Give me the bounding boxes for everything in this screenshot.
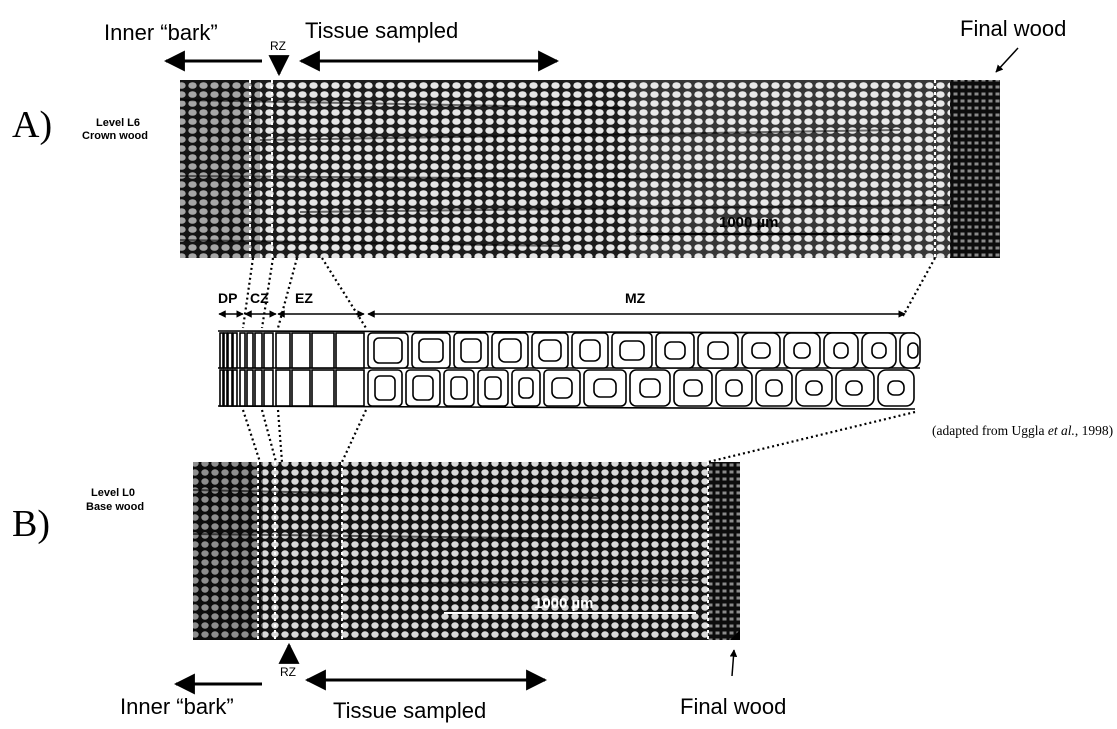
final-wood-label-a: Final wood (960, 18, 1066, 40)
zone-dp-label: DP (218, 291, 237, 305)
zone-cz-label: CZ (250, 291, 269, 305)
rz-label-a: RZ (270, 40, 286, 52)
zone-ez-label: EZ (295, 291, 313, 305)
wood-type-label-b: Base wood (86, 501, 144, 514)
wood-type-label-a: Crown wood (82, 130, 148, 143)
tracheid-schematic (218, 331, 920, 409)
micrograph-b (193, 462, 740, 640)
scale-bar-label-a: 1000 µm (719, 215, 779, 230)
level-label-b: Level L0 (91, 487, 135, 500)
source-credit: (adapted from Uggla et al., 1998) (932, 423, 1113, 439)
inner-bark-label-b: Inner “bark” (120, 696, 234, 718)
micrograph-a (180, 80, 1000, 258)
level-label-a: Level L6 (96, 117, 140, 130)
zone-mz-label: MZ (625, 291, 645, 305)
final-wood-label-b: Final wood (680, 696, 786, 718)
rz-label-b: RZ (280, 666, 296, 678)
tissue-sampled-label-b: Tissue sampled (333, 700, 486, 722)
tissue-sampled-label-a: Tissue sampled (305, 20, 458, 42)
panel-letter-b: B) (12, 505, 50, 543)
scale-bar-label-b: 1000 µm (534, 596, 594, 611)
inner-bark-label-a: Inner “bark” (104, 22, 218, 44)
panel-letter-a: A) (12, 106, 52, 144)
